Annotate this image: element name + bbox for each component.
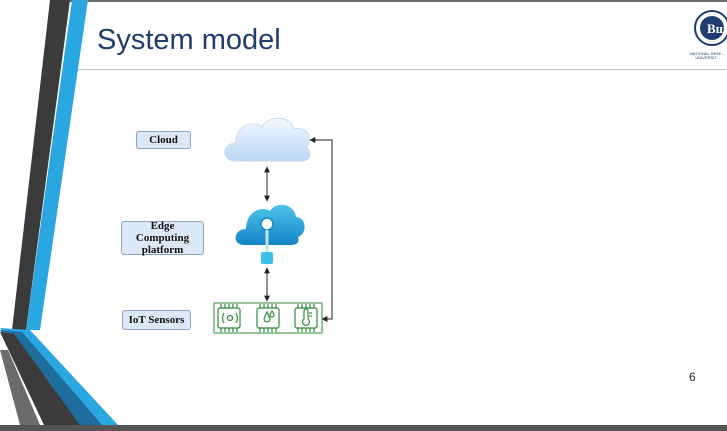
system-diagram [213, 117, 333, 334]
logo-text: NATIONAL RESE... UNIVERSIT... [690, 52, 725, 60]
university-logo: Вш [694, 10, 727, 46]
wireless-sensor-icon [217, 304, 241, 332]
slide-title: System model [97, 24, 281, 56]
edge-platform-label: Edge Computing platform [121, 220, 204, 256]
sensors-cloud-arrow [309, 137, 333, 322]
iot-sensors-label: IoT Sensors [122, 310, 191, 330]
cloud-icon [224, 117, 311, 162]
temperature-sensor-icon [294, 304, 318, 332]
bottom-border [0, 425, 727, 431]
top-border [0, 0, 727, 2]
cloud-label: Cloud [136, 131, 191, 149]
page-number: 6 [689, 370, 696, 384]
left-decoration [0, 0, 118, 425]
humidity-sensor-icon [256, 304, 280, 332]
svg-text:Вш: Вш [707, 21, 727, 36]
edge-cloud-icon [235, 204, 305, 264]
title-divider [78, 69, 727, 70]
